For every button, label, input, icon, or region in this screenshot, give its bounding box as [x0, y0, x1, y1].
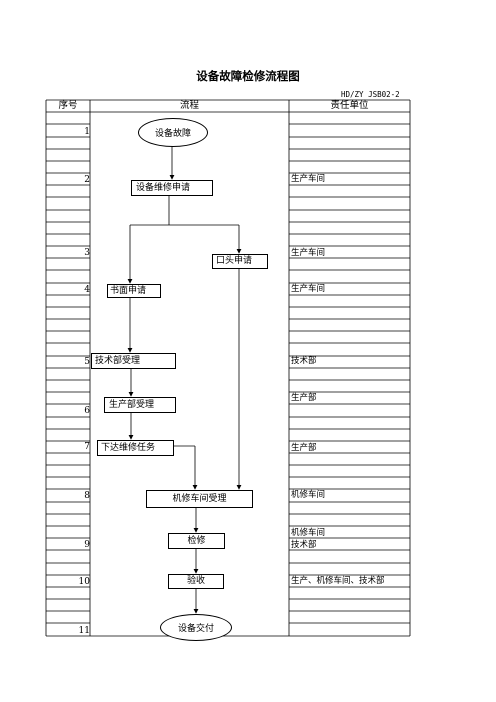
seq-number: 5 — [84, 357, 90, 367]
node-oral-request: 口头申请 — [212, 254, 268, 269]
responsible-unit: 技术部 — [291, 356, 317, 366]
responsible-unit: 生产部 — [291, 393, 317, 403]
node-handover: 设备交付 — [160, 614, 232, 641]
seq-number: 3 — [84, 248, 90, 258]
seq-number: 4 — [84, 285, 90, 295]
header-responsible: 责任单位 — [330, 100, 369, 111]
seq-number: 6 — [84, 406, 90, 416]
responsible-unit: 生产部 — [291, 443, 317, 453]
responsible-unit: 生产、机修车间、技术部 — [291, 576, 385, 586]
responsible-unit: 生产车间 — [291, 174, 326, 184]
responsible-unit: 机修车间 — [291, 490, 326, 500]
page-title: 设备故障检修流程图 — [196, 69, 300, 83]
responsible-unit: 机修车间 — [291, 528, 326, 538]
header-flow: 流程 — [179, 100, 199, 111]
responsible-unit: 生产车间 — [291, 248, 326, 258]
header-seq: 序号 — [58, 100, 78, 111]
responsible-unit: 生产车间 — [291, 284, 326, 294]
seq-number: 9 — [84, 540, 90, 550]
seq-number: 1 — [84, 127, 90, 137]
seq-number: 10 — [78, 577, 90, 587]
node-workshop-accept: 机修车间受理 — [146, 490, 253, 508]
node-written-request: 书面申请 — [107, 284, 161, 298]
node-repair: 检修 — [168, 533, 225, 549]
seq-number: 8 — [84, 491, 90, 501]
node-inspect: 验收 — [168, 574, 224, 589]
seq-number: 2 — [84, 175, 90, 185]
responsible-unit: 技术部 — [291, 540, 317, 550]
node-start: 设备故障 — [138, 118, 208, 147]
document-number: HD/ZY JSB02-2 — [341, 90, 400, 99]
node-tech-accept: 技术部受理 — [91, 353, 176, 369]
node-repair-request: 设备维修申请 — [131, 180, 213, 196]
node-assign-task: 下达维修任务 — [97, 440, 174, 456]
seq-number: 11 — [78, 626, 90, 636]
node-production-accept: 生产部受理 — [104, 397, 176, 413]
seq-number: 7 — [84, 442, 90, 452]
